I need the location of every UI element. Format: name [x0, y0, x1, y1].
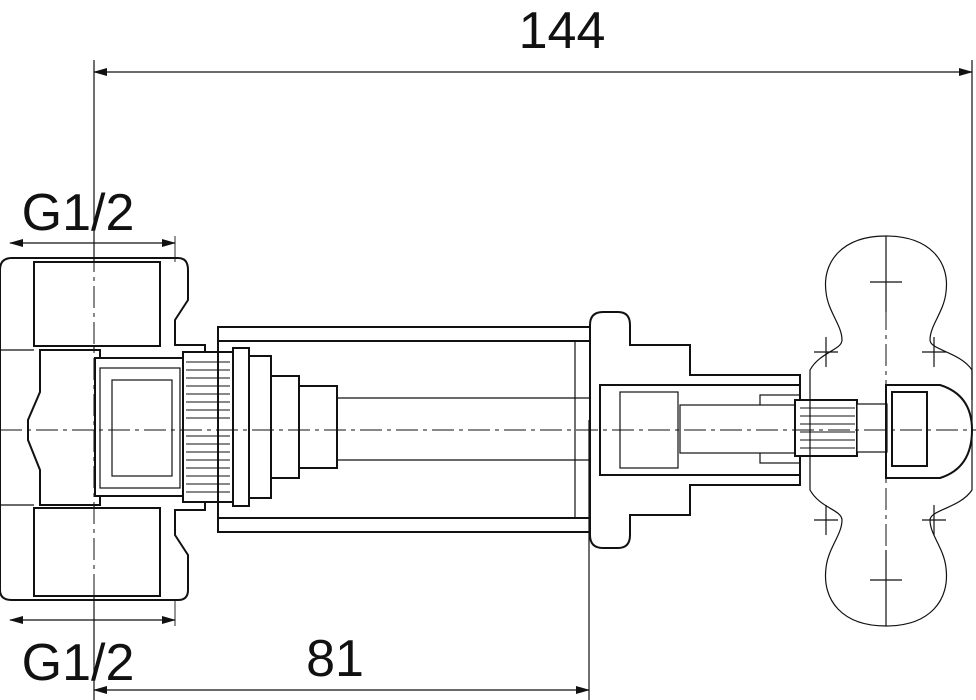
valve-cartridge [94, 347, 338, 507]
cross-handle [809, 235, 974, 627]
overall-length-label: 144 [519, 2, 606, 60]
overall-dimension: 144 [93, 2, 973, 700]
thread-top-dimension: G1/2 [9, 184, 176, 262]
thread-bottom-label: G1/2 [22, 634, 135, 692]
tee-body [0, 257, 206, 601]
spindle [679, 399, 888, 457]
thread-top-label: G1/2 [22, 184, 135, 242]
center-lines [0, 236, 976, 626]
stem-length-label: 81 [306, 630, 364, 688]
thread-bottom-dimension: G1/2 [9, 600, 176, 692]
